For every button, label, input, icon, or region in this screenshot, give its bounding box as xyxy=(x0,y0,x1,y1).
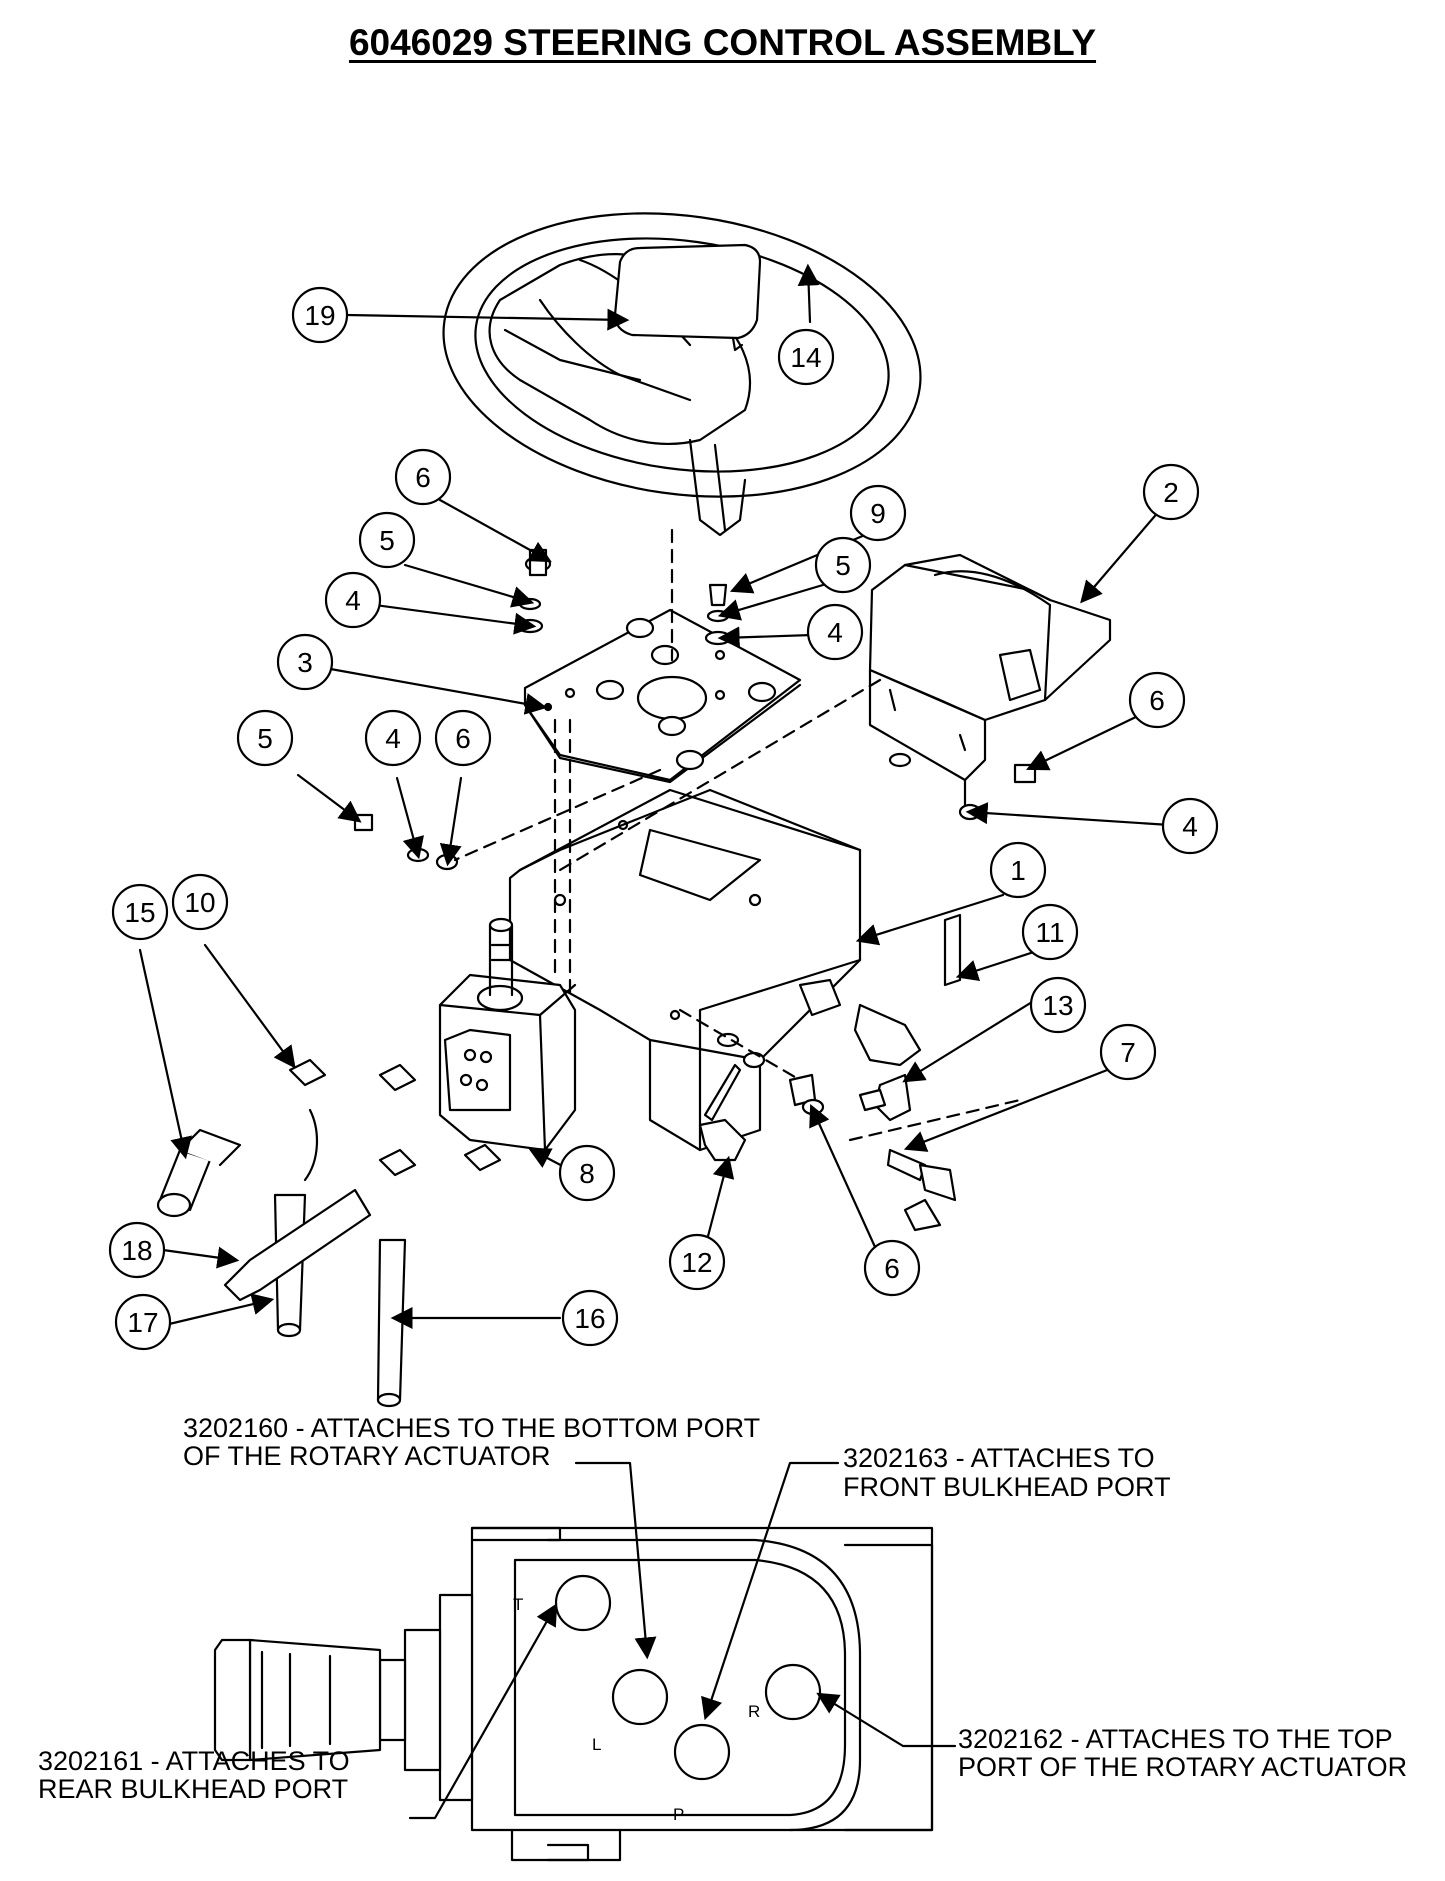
callout-4c xyxy=(434,709,492,767)
callout-label: 7 xyxy=(1120,1037,1136,1068)
callout-4b xyxy=(806,603,864,661)
callout-label: 6 xyxy=(884,1253,900,1284)
callout-label: 11 xyxy=(1035,917,1064,948)
cover xyxy=(868,553,1112,812)
callout-4a xyxy=(324,571,382,629)
callout-8 xyxy=(558,1144,616,1202)
note-top-port-line2: PORT OF THE ROTARY ACTUATOR xyxy=(958,1752,1407,1782)
callout-9 xyxy=(849,484,907,542)
callout-10 xyxy=(171,873,229,931)
callout-15 xyxy=(111,883,169,941)
page-title: 6046029 STEERING CONTROL ASSEMBLY xyxy=(348,22,1097,63)
callout-label: 15 xyxy=(124,897,155,928)
note-bottom-port-line1: 3202160 - ATTACHES TO THE BOTTOM PORT xyxy=(183,1413,760,1443)
callout-1 xyxy=(989,841,1047,899)
callout-14 xyxy=(777,328,835,386)
callout-label: 5 xyxy=(257,723,273,754)
callout-label: 6 xyxy=(415,462,431,493)
steering-wheel xyxy=(442,212,922,537)
port-letters: T L R P xyxy=(513,1595,760,1824)
callout-label: 2 xyxy=(1163,477,1179,508)
note-front-bulkhead-line1: 3202163 - ATTACHES TO xyxy=(843,1443,1155,1473)
note-rear-bulkhead-line2: REAR BULKHEAD PORT xyxy=(38,1774,348,1804)
notes: 3202160 - ATTACHES TO THE BOTTOM PORT OF… xyxy=(38,1413,1407,1804)
callout-11 xyxy=(1021,903,1079,961)
callout-5a xyxy=(358,511,416,569)
callout-2 xyxy=(1142,463,1200,521)
port-letter-l: L xyxy=(592,1735,601,1754)
callout-label: 13 xyxy=(1042,990,1073,1021)
callout-label: 8 xyxy=(579,1158,595,1189)
callout-label: 12 xyxy=(681,1247,712,1278)
valve-port-detail xyxy=(213,1526,934,1862)
callout-17 xyxy=(114,1293,172,1351)
port-letter-t: T xyxy=(513,1595,523,1614)
callouts xyxy=(108,286,1219,1351)
port-p-icon xyxy=(673,1723,731,1781)
mount-plate xyxy=(523,608,802,784)
callout-label: 4 xyxy=(345,585,361,616)
note-leaders xyxy=(408,1461,957,1820)
callout-label: 5 xyxy=(379,525,395,556)
callout-label: 3 xyxy=(297,647,313,678)
callout-label: 19 xyxy=(304,300,335,331)
port-r-icon xyxy=(764,1663,822,1721)
note-front-bulkhead-line2: FRONT BULKHEAD PORT xyxy=(843,1472,1171,1502)
callout-label: 4 xyxy=(827,617,843,648)
horn-cap xyxy=(613,243,762,352)
callout-label: 4 xyxy=(385,723,401,754)
callout-6a xyxy=(394,448,452,506)
callout-labels: 19 14 6 5 4 9 5 4 2 3 6 5 4 6 4 1 15 10 … xyxy=(121,300,1197,1338)
callout-6d xyxy=(863,1239,921,1297)
callout-7 xyxy=(1099,1023,1157,1081)
port-letter-r: R xyxy=(748,1702,760,1721)
note-rear-bulkhead-line1: 3202161 - ATTACHES TO xyxy=(38,1746,350,1776)
callout-label: 16 xyxy=(574,1303,605,1334)
assembly-dash-lines xyxy=(453,528,1022,1142)
callout-18 xyxy=(108,1221,166,1279)
callout-label: 6 xyxy=(1149,685,1165,716)
note-bottom-port-line2: OF THE ROTARY ACTUATOR xyxy=(183,1441,551,1471)
callout-label: 6 xyxy=(455,723,471,754)
callout-5c xyxy=(364,709,422,767)
callout-5b xyxy=(814,536,872,594)
port-l-icon xyxy=(611,1668,669,1726)
callout-label: 18 xyxy=(121,1235,152,1266)
callout-6c xyxy=(236,709,294,767)
callout-label: 9 xyxy=(870,498,886,529)
callout-13 xyxy=(1029,976,1087,1034)
callout-label: 14 xyxy=(790,342,821,373)
callout-12 xyxy=(668,1233,726,1291)
callout-19 xyxy=(291,286,349,344)
steering-valve xyxy=(438,917,577,1152)
callout-4d xyxy=(1161,797,1219,855)
port-letter-p: P xyxy=(673,1805,684,1824)
leader-lines xyxy=(138,263,1172,1329)
port-t-icon xyxy=(554,1574,612,1632)
callout-label: 10 xyxy=(184,887,215,918)
callout-label: 5 xyxy=(835,550,851,581)
callout-16 xyxy=(561,1289,619,1347)
note-top-port-line1: 3202162 - ATTACHES TO THE TOP xyxy=(958,1724,1393,1754)
callout-3 xyxy=(276,633,334,691)
callout-label: 1 xyxy=(1010,855,1026,886)
callout-label: 17 xyxy=(127,1307,158,1338)
callout-6b xyxy=(1128,671,1186,729)
callout-label: 4 xyxy=(1182,811,1198,842)
